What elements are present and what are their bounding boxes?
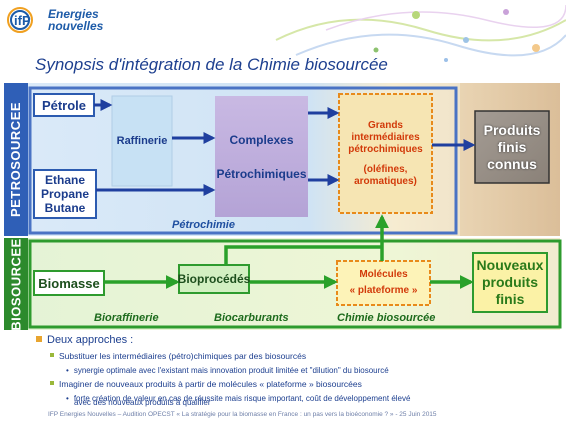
bullet-item-1-sub: •synergie optimale avec l'existant mais … <box>66 366 389 375</box>
ifp-logo-icon: ifP <box>7 7 33 33</box>
page-title: Synopsis d'intégration de la Chimie bios… <box>35 55 388 74</box>
footer-text: IFP Energies Nouvelles – Audition OPECST… <box>48 411 437 418</box>
bullet-item-2: Imaginer de nouveaux produits à partir d… <box>50 374 362 392</box>
produits-finis-connus-label: Produits finis connus <box>483 121 541 172</box>
raffinerie-label: Raffinerie <box>116 135 168 147</box>
dot-bullet-icon: • <box>66 366 69 375</box>
petrole-label: Pétrole <box>41 97 87 113</box>
decorative-header-graphic <box>275 4 566 62</box>
grands-intermediaires-box <box>338 93 433 214</box>
petro-sidebar-band <box>4 83 28 236</box>
bio-section-frame <box>28 239 562 329</box>
grands-intermediaires-label: Grands intermédiaires pétrochimiques (ol… <box>348 119 423 187</box>
molecules-plateforme-box <box>336 260 431 306</box>
nouveaux-produits-box <box>472 252 548 313</box>
nouveaux-produits-finis-label: Nouveaux produits finis <box>476 257 544 307</box>
complexes-petrochimiques-label: Complexes Pétrochimiques <box>216 132 307 181</box>
complexes-box <box>215 96 308 217</box>
logo-text: Energies nouvelles <box>48 8 103 32</box>
petro-section-label: PETROSOURCEE <box>8 101 24 218</box>
produits-finis-box <box>474 110 550 184</box>
bio-section-label: BIOSOURCEE <box>8 237 24 331</box>
ethane-propane-butane-label: Ethane Propane Butane <box>40 173 89 215</box>
bio-sidebar-band <box>4 238 28 330</box>
bullet-item-1: Substituer les intermédiaires (pétro)chi… <box>50 346 306 364</box>
logo-line-2: nouvelles <box>48 19 104 33</box>
bioraffinerie-label: Bioraffinerie <box>94 312 159 324</box>
logo-mark: ifP <box>14 13 31 28</box>
raffinerie-box <box>111 95 173 187</box>
biomasse-label: Biomasse <box>38 275 100 291</box>
bullet-item-2-sub: •forte création de valeur en cas de réus… <box>66 394 411 403</box>
petrochimie-label: Pétrochimie <box>172 219 235 231</box>
bullet-heading: Deux approches : <box>36 330 133 348</box>
molecules-plateforme-label: Molécules « plateforme » <box>349 269 418 296</box>
bioprocedes-box <box>178 264 250 294</box>
dot-bullet-icon: • <box>66 394 69 403</box>
biocarburants-label: Biocarburants <box>214 312 289 324</box>
petro-section-frame <box>28 86 458 235</box>
bioprocedes-label: Bioprocédés <box>177 272 251 286</box>
logo-line-1: Energies <box>48 7 99 21</box>
chimie-biosourcee-label: Chimie biosourcée <box>337 312 436 324</box>
square-bullet-icon <box>50 352 54 357</box>
bullet-item-2-sub-continued: avec des nouveaux produits à qualifier <box>74 398 211 407</box>
ethane-box <box>33 169 97 219</box>
square-bullet-icon <box>50 380 54 385</box>
square-bullet-icon <box>36 335 42 342</box>
